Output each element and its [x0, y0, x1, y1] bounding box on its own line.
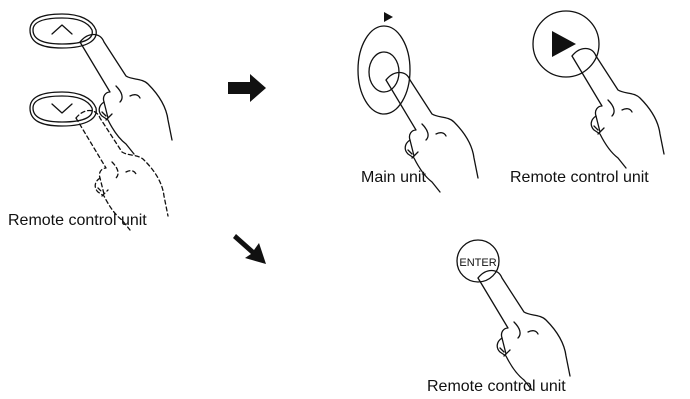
arrow-right-icon	[228, 74, 266, 102]
chevron-down-icon	[51, 103, 73, 114]
caption-remote-control-bottom: Remote control unit	[427, 378, 566, 395]
arrow-down-right-icon	[233, 234, 266, 264]
enter-button-illustration: ENTER	[456, 239, 571, 391]
enter-button-label: ENTER	[459, 257, 496, 269]
remote-play-button	[532, 10, 665, 169]
down-button-illustration	[29, 91, 169, 231]
play-icon	[552, 31, 576, 57]
up-button-illustration	[29, 13, 173, 155]
play-icon	[384, 12, 393, 22]
chevron-up-icon	[51, 24, 73, 35]
main-unit-play-button	[357, 12, 479, 193]
caption-main-unit: Main unit	[361, 169, 426, 186]
caption-remote-control-left: Remote control unit	[8, 212, 147, 229]
caption-remote-control-right: Remote control unit	[510, 169, 649, 186]
